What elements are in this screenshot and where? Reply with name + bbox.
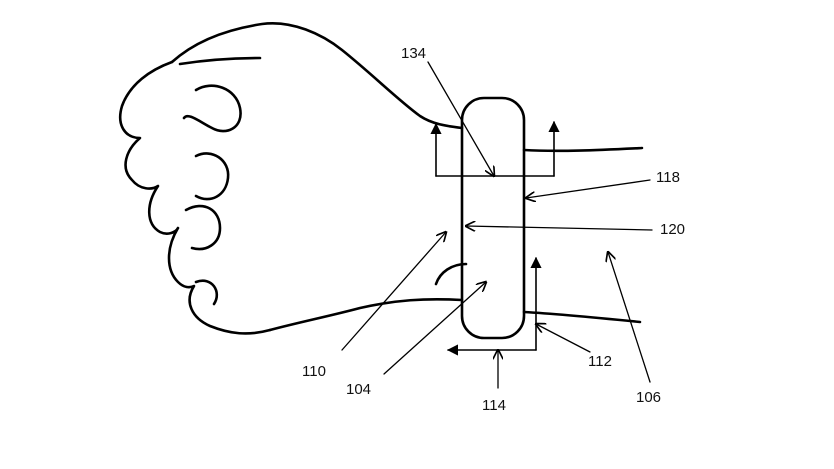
finger-curl-2 bbox=[182, 84, 242, 133]
label-114: 114 bbox=[482, 397, 506, 414]
forearm bbox=[522, 146, 644, 324]
label-106: 106 bbox=[636, 389, 661, 406]
knuckle-contour bbox=[119, 60, 272, 335]
finger-curl-1 bbox=[178, 56, 262, 66]
leader-110 bbox=[341, 232, 446, 351]
fist-top-contour bbox=[170, 22, 464, 130]
label-104: 104 bbox=[346, 381, 371, 398]
wearable-band bbox=[460, 96, 526, 340]
leader-120 bbox=[466, 226, 653, 230]
label-134: 134 bbox=[401, 45, 426, 62]
upper-axis-indicator bbox=[430, 120, 560, 177]
leader-104 bbox=[383, 282, 486, 375]
finger-curl-5 bbox=[194, 279, 219, 306]
forearm-upper-edge bbox=[522, 146, 644, 153]
label-118: 118 bbox=[656, 169, 680, 186]
forearm-lower-edge bbox=[522, 310, 642, 324]
leader-112 bbox=[536, 324, 591, 353]
label-120: 120 bbox=[660, 221, 685, 238]
hand-outline bbox=[119, 22, 468, 335]
label-110: 110 bbox=[302, 363, 326, 380]
label-112: 112 bbox=[588, 353, 612, 370]
finger-curl-4 bbox=[184, 204, 222, 251]
leader-106 bbox=[608, 252, 651, 383]
fist-bottom-contour bbox=[268, 297, 464, 332]
leader-lines bbox=[341, 61, 653, 389]
leader-134 bbox=[427, 61, 494, 176]
reference-numerals: 134 118 120 110 104 112 114 106 bbox=[302, 45, 685, 414]
lower-axis-indicator bbox=[446, 256, 542, 356]
finger-curl-3 bbox=[194, 152, 230, 201]
leader-118 bbox=[526, 179, 651, 198]
